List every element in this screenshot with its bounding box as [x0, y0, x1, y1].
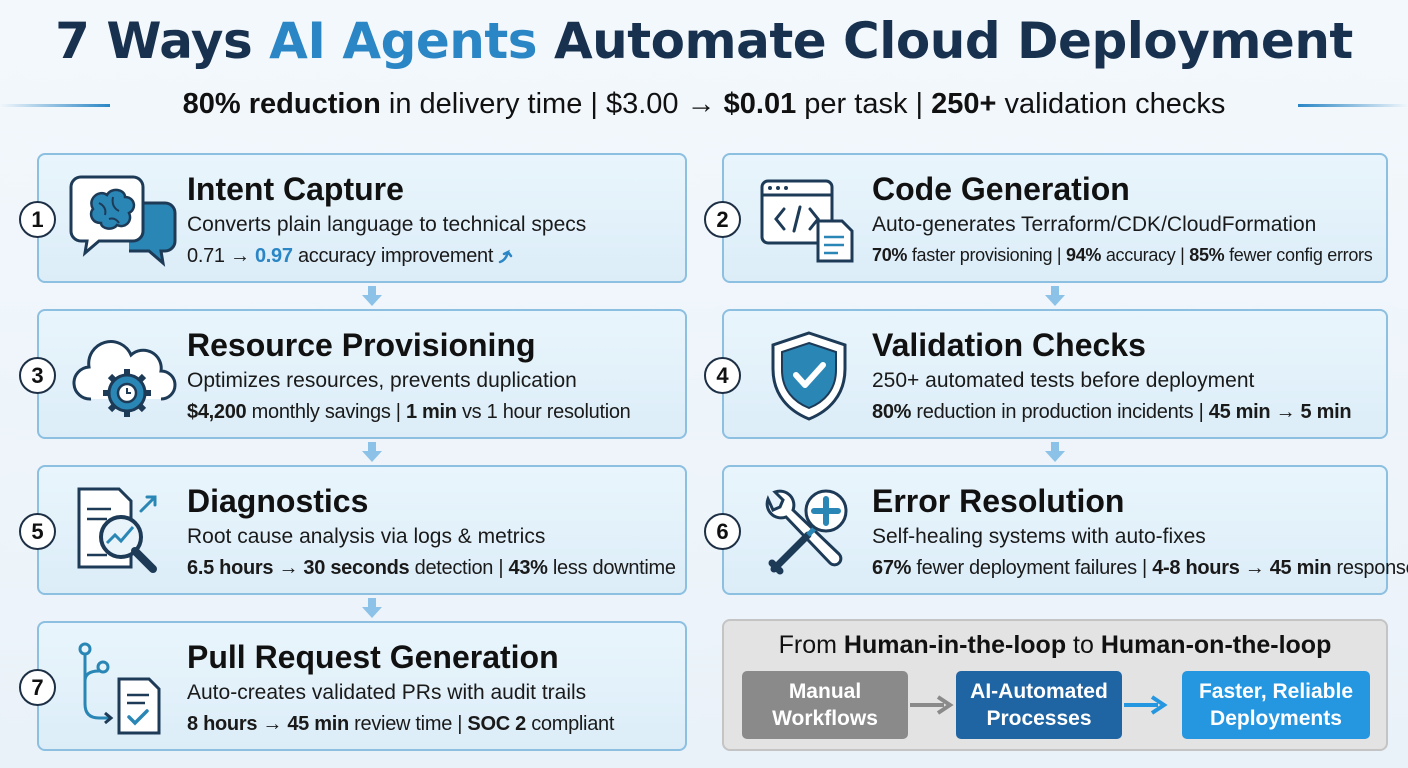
code-file-icon: [760, 179, 854, 263]
card-stats: 70% faster provisioning | 94% accuracy |…: [872, 245, 1373, 265]
step-number: 1: [19, 201, 56, 238]
card-resource-provisioning: 3 Resource Provisioning Optimizes resour…: [19, 309, 687, 439]
card-title: Diagnostics: [187, 483, 369, 519]
card-description: Root cause analysis via logs & metrics: [187, 525, 546, 548]
down-arrow-icon: [362, 598, 382, 618]
card-diagnostics: 5 Diagnostics Root cause analysis via lo…: [19, 465, 687, 595]
brain-chat-icon: [69, 175, 177, 267]
trend-up-arrow-icon: [499, 249, 513, 264]
card-description: Optimizes resources, prevents duplicatio…: [187, 369, 577, 392]
card-stats: $4,200 monthly savings | 1 min vs 1 hour…: [187, 401, 631, 423]
cloud-gear-icon: [72, 340, 177, 417]
step-number: 3: [19, 357, 56, 394]
human-loop-title: From Human-in-the-loop to Human-on-the-l…: [778, 631, 1332, 659]
down-arrow-icon: [362, 286, 382, 306]
human-loop-panel: From Human-in-the-loop to Human-on-the-l…: [722, 619, 1388, 751]
right-arrow-icon: [910, 695, 954, 715]
card-pull-request-generation: 7 Pull Request Generation Auto-creates v…: [19, 621, 687, 751]
page-subtitle: 80% reduction in delivery time | $3.00 →…: [182, 88, 1226, 120]
down-arrow-icon: [1045, 286, 1065, 306]
shield-check-icon: [771, 331, 847, 421]
card-description: Auto-generates Terraform/CDK/CloudFormat…: [872, 213, 1317, 236]
wrench-screwdriver-plus-icon: [765, 489, 848, 575]
card-code-generation: 2 Code Generation Auto-generates Terrafo…: [704, 153, 1388, 283]
report-magnifier-icon: [77, 487, 157, 573]
card-description: Converts plain language to technical spe…: [187, 213, 587, 236]
card-title: Code Generation: [872, 171, 1130, 207]
card-validation-checks: 4 Validation Checks 250+ automated tests…: [704, 309, 1388, 439]
subtitle-rule-right: [1298, 104, 1408, 107]
card-error-resolution: 6 Error Resolution Self-healing systems …: [704, 465, 1408, 595]
step-number: 2: [704, 201, 741, 238]
card-title: Pull Request Generation: [187, 639, 559, 675]
subtitle-rule-left: [0, 104, 110, 107]
card-title: Resource Provisioning: [187, 327, 536, 363]
card-stats: 8 hours → 45 min review time | SOC 2 com…: [187, 713, 615, 735]
git-branch-document-icon: [78, 642, 161, 735]
down-arrow-icon: [1045, 442, 1065, 462]
card-description: Self-healing systems with auto-fixes: [872, 525, 1206, 548]
card-intent-capture: 1 Intent Capture Converts plain language…: [19, 153, 687, 283]
right-arrow-icon: [1124, 695, 1168, 715]
step-number: 5: [19, 513, 56, 550]
down-arrow-icon: [362, 442, 382, 462]
card-title: Intent Capture: [187, 171, 404, 207]
card-description: Auto-creates validated PRs with audit tr…: [187, 681, 587, 704]
step-number: 6: [704, 513, 741, 550]
card-stats: 80% reduction in production incidents | …: [872, 401, 1352, 423]
page-title: 7 Ways AI Agents Automate Cloud Deployme…: [55, 12, 1353, 70]
step-number: 7: [19, 669, 56, 706]
step-number: 4: [704, 357, 741, 394]
card-description: 250+ automated tests before deployment: [872, 369, 1255, 392]
card-title: Validation Checks: [872, 327, 1146, 363]
card-stats: 0.71 → 0.97 accuracy improvement: [187, 245, 514, 268]
card-stats: 67% fewer deployment failures | 4-8 hour…: [872, 557, 1408, 579]
card-stats: 6.5 hours → 30 seconds detection | 43% l…: [187, 557, 676, 579]
card-title: Error Resolution: [872, 483, 1125, 519]
